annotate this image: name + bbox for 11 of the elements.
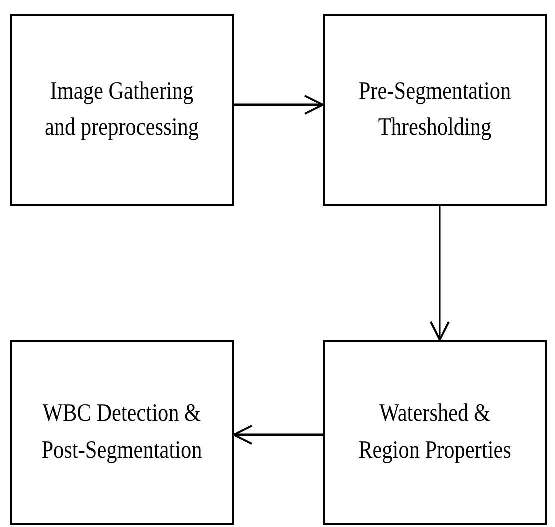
box-label: Image Gathering and preprocessing [44,76,200,143]
process-box [323,14,547,206]
process-box [10,14,234,206]
process-box [323,340,547,525]
arrow [430,206,450,341]
process-box [10,340,234,525]
arrow [234,95,324,115]
box-label: Watershed & Region Properties [358,399,512,466]
box-label: Pre-Segmentation Thresholding [358,76,512,143]
arrow [233,425,323,445]
box-label: WBC Detection & Post-Segmentation [40,399,204,466]
